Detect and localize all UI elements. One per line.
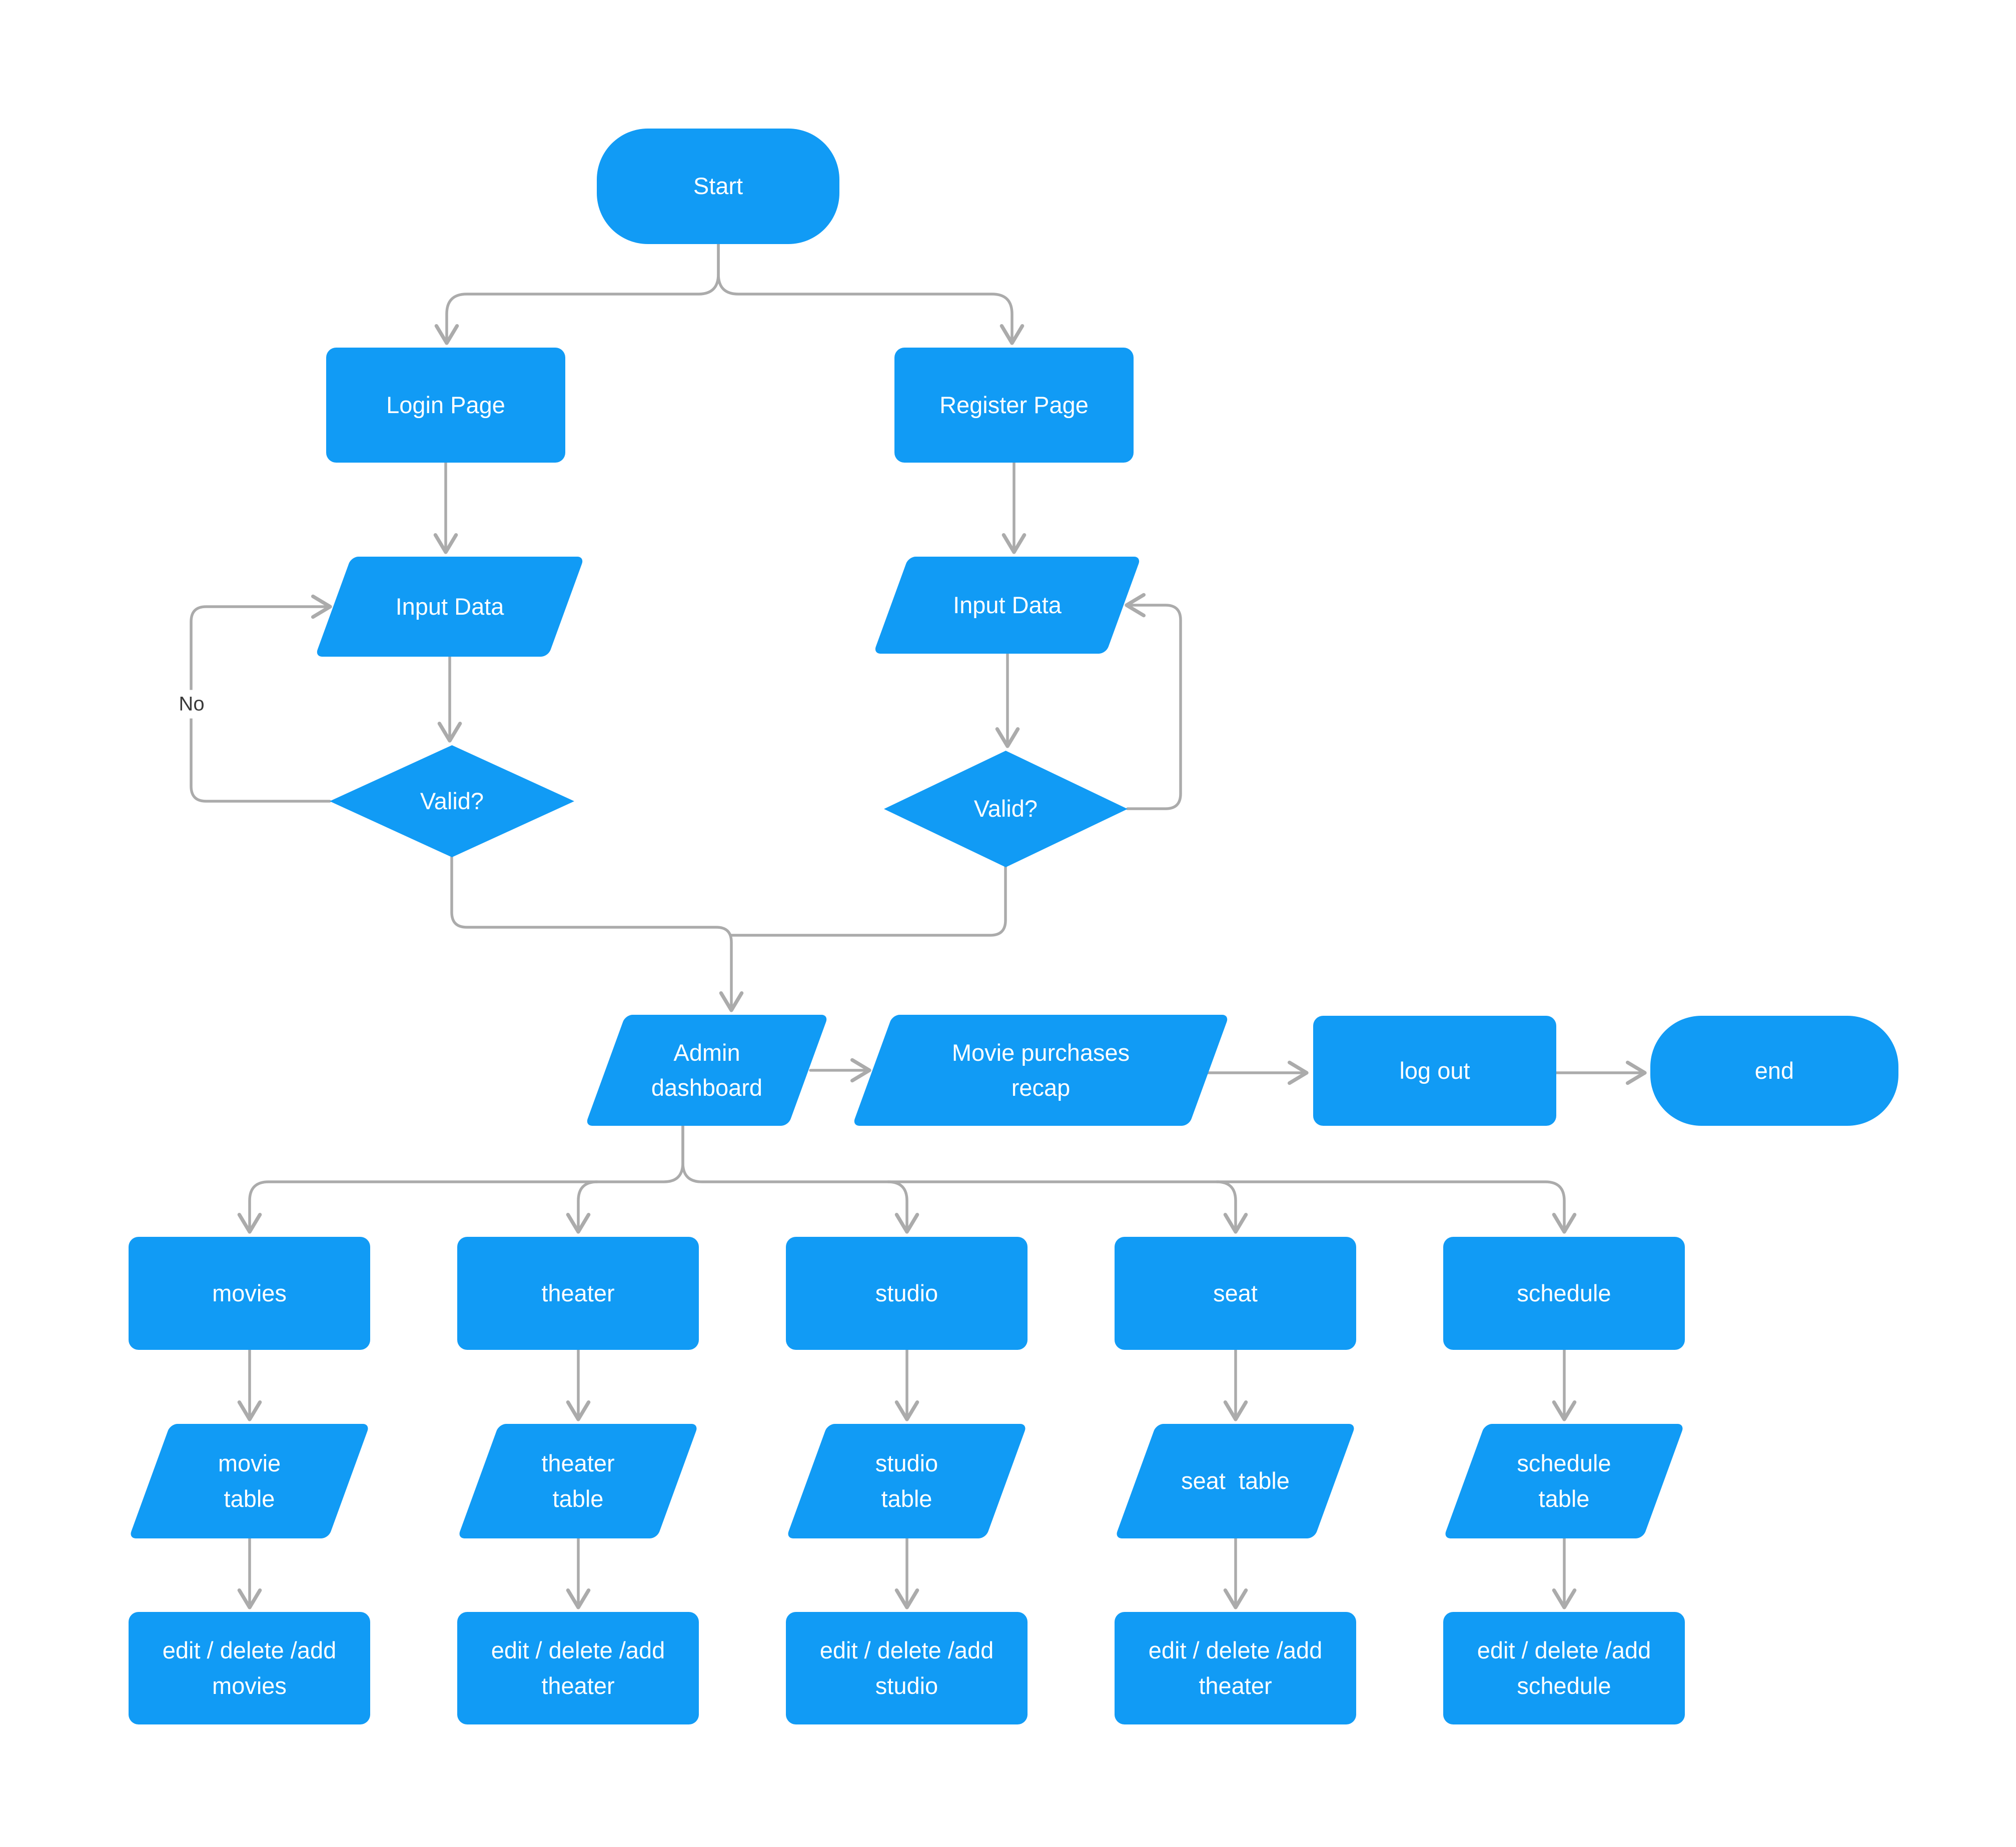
rect-shape (1115, 1237, 1356, 1350)
node-label: movie table (218, 1450, 281, 1512)
node-label: Movie purchases recap (951, 1039, 1130, 1101)
node-label: theater (541, 1279, 615, 1306)
node-valid-register[interactable]: Valid? (884, 751, 1128, 867)
rect-shape (129, 1237, 370, 1350)
node-label: Input Data (395, 593, 504, 620)
node-label: schedule table (1517, 1450, 1611, 1512)
rect-shape (457, 1612, 699, 1724)
node-label: end (1754, 1057, 1794, 1084)
node-label: Admin dashboard (651, 1039, 763, 1101)
node-edit-delete-add-seat[interactable]: edit / delete /add theater (1115, 1612, 1356, 1724)
node-valid-login[interactable]: Valid? (330, 745, 574, 857)
node-label: seat table (1181, 1467, 1290, 1494)
node-label: Login Page (386, 391, 505, 418)
node-movie-table[interactable]: movie table (129, 1424, 370, 1538)
stadium-shape (597, 129, 839, 244)
node-input-data-register[interactable]: Input Data (870, 557, 1145, 654)
node-label: log out (1399, 1057, 1470, 1084)
node-label: edit / delete /add studio (819, 1637, 994, 1699)
node-label: Start (693, 173, 743, 200)
node-label: edit / delete /add theater (1148, 1637, 1323, 1699)
edge-label-no: No (174, 690, 210, 719)
node-seat-table[interactable]: seat table (1115, 1424, 1356, 1538)
node-theater-table[interactable]: theater table (457, 1424, 699, 1538)
node-movies[interactable]: movies (129, 1237, 370, 1350)
node-label: studio table (875, 1450, 938, 1512)
rect-shape (1443, 1237, 1685, 1350)
node-login-page[interactable]: Login Page (326, 348, 565, 463)
node-theater[interactable]: theater (457, 1237, 699, 1350)
node-schedule[interactable]: schedule (1443, 1237, 1685, 1350)
node-edit-delete-add-movies[interactable]: edit / delete /add movies (129, 1612, 370, 1724)
rect-shape (786, 1612, 1028, 1724)
node-input-data-login[interactable]: Input Data (312, 557, 587, 657)
rect-shape (894, 348, 1134, 463)
node-label: movies (212, 1279, 287, 1306)
node-label: studio (875, 1279, 938, 1306)
node-movie-purchases-recap[interactable]: Movie purchases recap (851, 1015, 1230, 1126)
node-label: Input Data (953, 591, 1062, 618)
node-log-out[interactable]: log out (1313, 1016, 1556, 1126)
node-label: Register Page (939, 391, 1089, 418)
node-edit-delete-add-schedule[interactable]: edit / delete /add schedule (1443, 1612, 1685, 1724)
node-label: theater table (541, 1450, 615, 1512)
rect-shape (1443, 1612, 1685, 1724)
node-edit-delete-add-theater[interactable]: edit / delete /add theater (457, 1612, 699, 1724)
node-label: edit / delete /add schedule (1477, 1637, 1651, 1699)
node-register-page[interactable]: Register Page (894, 348, 1134, 463)
rect-shape (1313, 1016, 1556, 1126)
rect-shape (457, 1237, 699, 1350)
node-start[interactable]: Start (597, 129, 839, 244)
node-label: Valid? (973, 795, 1038, 822)
node-label: Valid? (420, 787, 484, 814)
stadium-shape (1650, 1016, 1898, 1126)
node-schedule-table[interactable]: schedule table (1443, 1424, 1685, 1538)
rect-shape (1115, 1612, 1356, 1724)
node-studio-table[interactable]: studio table (786, 1424, 1028, 1538)
node-label: schedule (1517, 1279, 1611, 1306)
node-label: seat (1213, 1279, 1258, 1306)
rect-shape (326, 348, 565, 463)
node-end[interactable]: end (1650, 1016, 1898, 1126)
rect-shape (129, 1612, 370, 1724)
node-label: edit / delete /add theater (491, 1637, 665, 1699)
node-edit-delete-add-studio[interactable]: edit / delete /add studio (786, 1612, 1028, 1724)
node-seat[interactable]: seat (1115, 1237, 1356, 1350)
node-label: edit / delete /add movies (162, 1637, 337, 1699)
rect-shape (786, 1237, 1028, 1350)
node-studio[interactable]: studio (786, 1237, 1028, 1350)
node-admin-dashboard[interactable]: Admin dashboard (584, 1015, 829, 1126)
